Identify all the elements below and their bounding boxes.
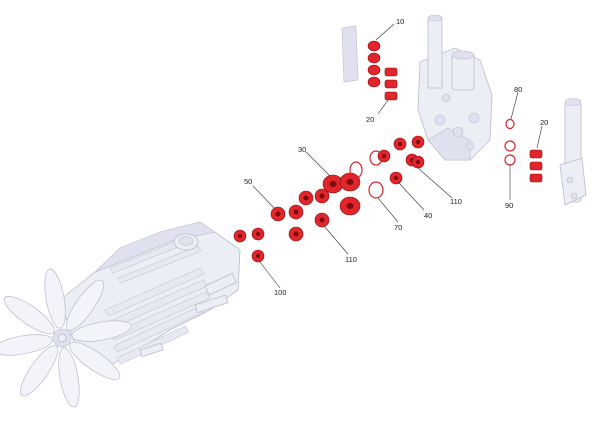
- o-rings-main: [349, 150, 384, 199]
- outlet-manifold: [559, 98, 587, 206]
- cooling-fan: [0, 268, 132, 408]
- valve-set-20-top: [384, 67, 398, 101]
- seal-set-10: [367, 40, 381, 88]
- valve-plate: [341, 25, 359, 83]
- callout-110-left: 110: [345, 255, 357, 264]
- cooling-fins: [104, 235, 211, 365]
- callout-50: 50: [244, 177, 252, 186]
- callout-20-top: 20: [366, 115, 374, 124]
- callout-70: 70: [394, 223, 402, 232]
- valve-set-20-right: [529, 149, 543, 183]
- o-rings-80-90: [504, 118, 516, 166]
- callout-100: 100: [274, 288, 287, 297]
- callout-labels: 10 20 80 20 30 50 40 110 110 70 90 100: [244, 17, 548, 297]
- callout-10: 10: [396, 17, 404, 26]
- piston-seals: [233, 135, 425, 263]
- callout-30: 30: [298, 145, 306, 154]
- callout-40: 40: [424, 211, 432, 220]
- pump-head: [417, 14, 493, 161]
- callout-110-right: 110: [450, 197, 462, 206]
- callout-90: 90: [505, 201, 513, 210]
- callout-20-right: 20: [540, 118, 548, 127]
- leader-lines: [252, 23, 543, 289]
- callout-80: 80: [514, 85, 522, 94]
